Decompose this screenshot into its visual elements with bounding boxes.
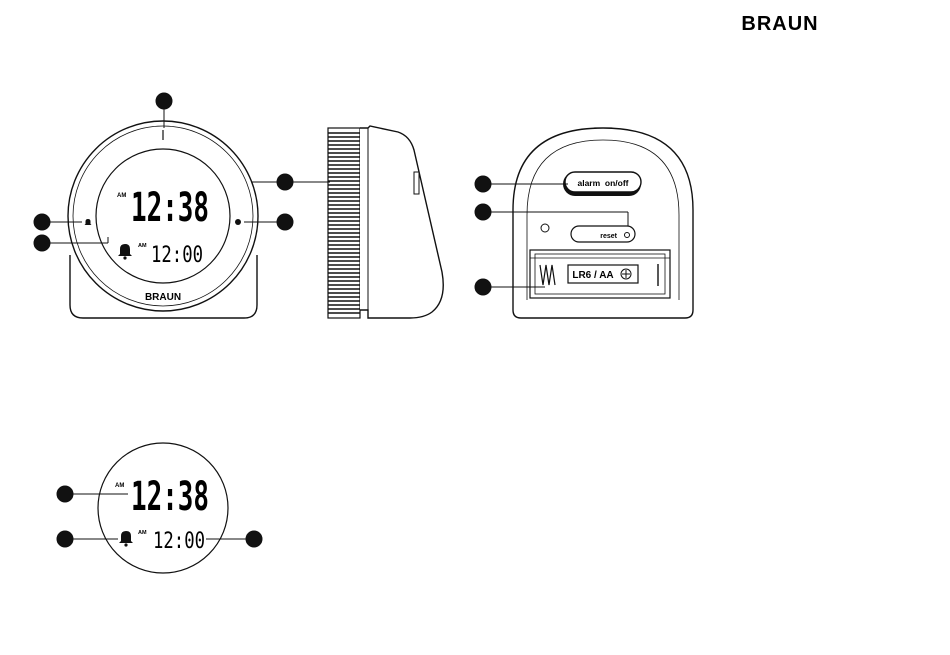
callout-marker bbox=[475, 204, 491, 220]
callout-marker bbox=[57, 486, 73, 502]
alarm-meridiem: AM bbox=[138, 243, 147, 249]
callout-marker bbox=[57, 531, 73, 547]
callout-marker bbox=[246, 531, 262, 547]
callout-marker bbox=[156, 93, 172, 109]
light-button-dot bbox=[235, 219, 241, 225]
detail-alarm-time: 12:00 bbox=[153, 529, 205, 554]
detail-alarm-meridiem: AM bbox=[138, 530, 147, 536]
callout-marker bbox=[34, 214, 50, 230]
brand-logo: BRAUN bbox=[741, 13, 818, 35]
reset-label: reset bbox=[600, 233, 617, 240]
display-detail: AM 12:38 AM 12:00 bbox=[98, 443, 228, 573]
battery-label: LR6 / AA bbox=[572, 270, 613, 281]
main-meridiem: AM bbox=[117, 193, 126, 199]
mounting-hole bbox=[541, 224, 549, 232]
callout-marker bbox=[34, 235, 50, 251]
callout-marker bbox=[475, 176, 491, 192]
front-view: AM 12:38 AM 12:00 BRAUN bbox=[68, 121, 258, 318]
back-view: alarm on/off reset LR6 / AA bbox=[513, 128, 693, 318]
alarm-switch-label: alarm on/off bbox=[577, 178, 628, 188]
main-time-display: 12:38 bbox=[131, 185, 209, 231]
side-housing bbox=[360, 126, 443, 318]
side-view bbox=[328, 126, 443, 318]
detail-main-meridiem: AM bbox=[115, 483, 124, 489]
callout-marker bbox=[475, 279, 491, 295]
dial-logo: BRAUN bbox=[145, 292, 181, 303]
alarm-time-display: 12:00 bbox=[151, 243, 203, 268]
callout-marker bbox=[277, 174, 293, 190]
side-button bbox=[414, 172, 419, 194]
callout-marker bbox=[277, 214, 293, 230]
detail-main-time: 12:38 bbox=[131, 474, 209, 520]
